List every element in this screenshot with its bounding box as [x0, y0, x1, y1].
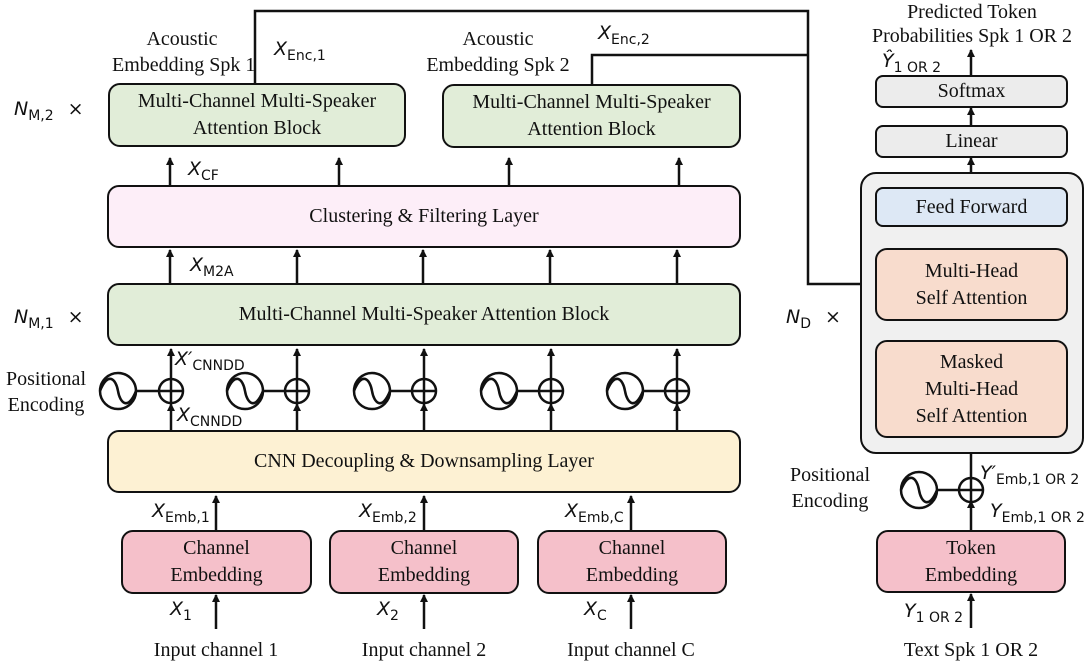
sine-wave-curve — [98, 377, 138, 405]
repeat-nm2-label: NM,2× — [14, 98, 84, 124]
repeat-nd-label: ND× — [786, 306, 841, 332]
y-input-label: Y1 OR 2 — [904, 600, 964, 626]
sine-wave-curve — [225, 377, 265, 405]
linear-block: Linear — [875, 125, 1068, 158]
x-m2a-label: XM2A — [190, 254, 234, 280]
x-emb-c-label: XEmb,C — [565, 500, 624, 526]
sine-wave-curve — [605, 377, 645, 405]
pe-column — [167, 348, 681, 431]
y-emb-label: YEmb,1 OR 2 — [990, 500, 1085, 526]
x-emb-2-label: XEmb,2 — [359, 500, 417, 526]
input-channel-c-label: Input channel C — [567, 639, 695, 661]
softmax-block: Softmax — [875, 75, 1068, 108]
cnn-decoupling-layer: CNN Decoupling & Downsampling Layer — [107, 430, 741, 493]
sine-wave-curve — [352, 377, 392, 405]
x-cf-label: XCF — [188, 158, 219, 184]
x-enc-2-label: XEnc,2 — [598, 22, 650, 48]
x-emb-1-label: XEmb,1 — [152, 500, 210, 526]
x-enc-1-line — [253, 9, 875, 288]
input-channel-1-label: Input channel 1 — [153, 639, 279, 661]
input-channel-2-label: Input channel 2 — [361, 639, 487, 661]
sine-wave-curve — [479, 377, 519, 405]
clustering-filtering-layer: Clustering & Filtering Layer — [107, 185, 741, 248]
x-c-label: XC — [584, 598, 607, 624]
sine-wave-curve — [899, 476, 939, 504]
y-prime-emb-label: Y′Emb,1 OR 2 — [980, 462, 1080, 488]
y-hat-label: Ŷ1 OR 2 — [882, 50, 942, 76]
x-enc-1-label: XEnc,1 — [274, 38, 326, 64]
x-enc-2-line — [590, 53, 808, 84]
feed-forward-block: Feed Forward — [875, 187, 1068, 227]
attention-block-main: Multi-Channel Multi-Speaker Attention Bl… — [107, 283, 741, 346]
x-prime-cnndd-label: X′CNNDD — [175, 348, 245, 374]
x-2-label: X2 — [377, 598, 399, 624]
text-spk-label: Text Spk 1 OR 2 — [903, 639, 1039, 661]
x-1-label: X1 — [170, 598, 192, 624]
x-cnndd-label: XCNNDD — [177, 404, 243, 430]
repeat-nm1-label: NM,1× — [14, 306, 84, 332]
